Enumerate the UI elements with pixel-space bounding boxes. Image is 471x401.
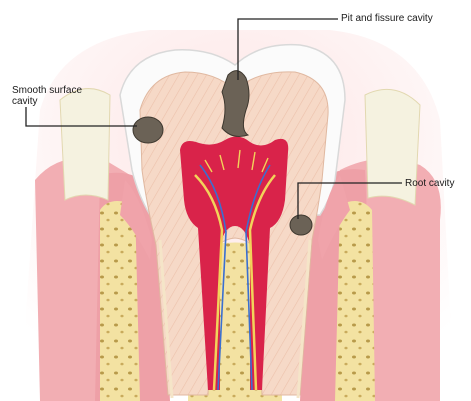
root-cavity-leader-line <box>297 182 402 219</box>
tooth-pulp <box>180 136 289 390</box>
neighbour-tooth <box>59 88 111 201</box>
root-outline <box>296 239 312 399</box>
smooth-surface-leader-line <box>25 107 137 127</box>
smooth-surface-cavity-mark <box>132 116 164 144</box>
jaw-bone <box>100 201 140 401</box>
smooth-surface-label-line1: Smooth surface <box>12 85 83 96</box>
nerve-branches <box>204 149 269 173</box>
neighbour-tooth <box>364 88 421 206</box>
root-outline <box>158 239 174 399</box>
root-cavity-mark <box>289 214 313 236</box>
nerve <box>248 174 276 391</box>
smooth-surface-cavity-label: Smooth surface cavity <box>12 85 82 107</box>
gum-margin <box>318 175 350 260</box>
pit-fissure-leader-line <box>237 18 338 80</box>
blood-vessel <box>245 164 271 391</box>
root-cavity-label: Root cavity <box>405 178 455 189</box>
gum-margin <box>120 180 152 260</box>
blood-vessel <box>199 164 227 391</box>
nerve <box>194 174 224 391</box>
jaw-bone <box>335 201 375 401</box>
pit-fissure-cavity-mark <box>221 70 250 137</box>
pit-fissure-cavity-label: Pit and fissure cavity <box>341 13 433 24</box>
smooth-surface-label-line2: cavity <box>12 96 38 107</box>
